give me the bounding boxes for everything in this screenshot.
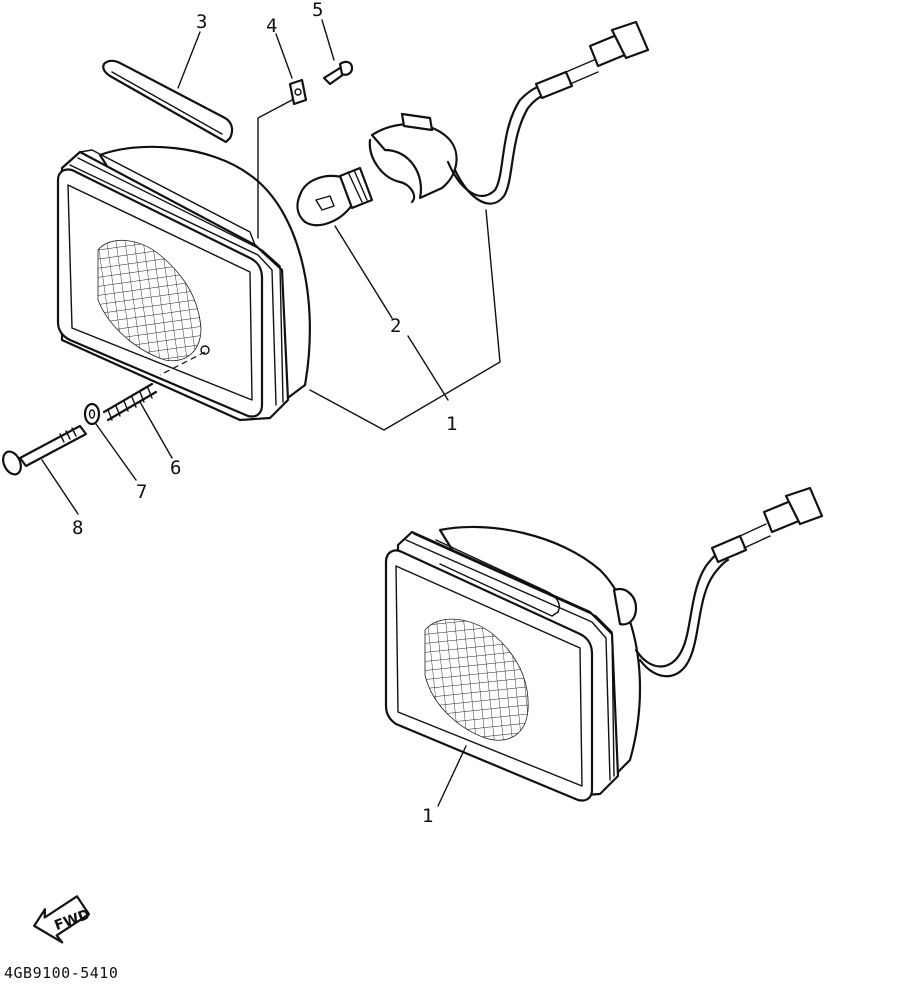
wiring-harness-lower	[634, 486, 824, 678]
callout-8: 8	[72, 517, 83, 539]
adjuster-bolt	[2, 424, 88, 476]
adjuster-spring	[102, 382, 158, 422]
leader-line-lower	[437, 745, 467, 807]
callout-6: 6	[170, 457, 181, 479]
headlight-assembly-upper	[56, 145, 311, 422]
drawing-code: 4GB9100-5410	[4, 964, 118, 982]
clip-nut	[288, 78, 308, 106]
washer	[83, 402, 101, 426]
bulb-socket	[368, 112, 458, 204]
callout-7: 7	[136, 481, 147, 503]
lens-pattern	[97, 239, 202, 362]
callout-4: 4	[266, 15, 277, 37]
headlight-assembly-lower	[384, 525, 642, 802]
wiring-harness-upper	[446, 20, 650, 205]
fwd-arrow-icon	[33, 895, 91, 944]
leader-lines-upper	[41, 19, 501, 515]
callout-3: 3	[196, 11, 207, 33]
bulb	[296, 166, 374, 227]
trim-strip	[102, 59, 234, 144]
screw-small	[322, 60, 354, 86]
callout-5: 5	[312, 0, 323, 21]
callout-1-lower: 1	[422, 805, 433, 827]
callout-1-upper: 1	[446, 413, 457, 435]
callout-2: 2	[390, 315, 401, 337]
